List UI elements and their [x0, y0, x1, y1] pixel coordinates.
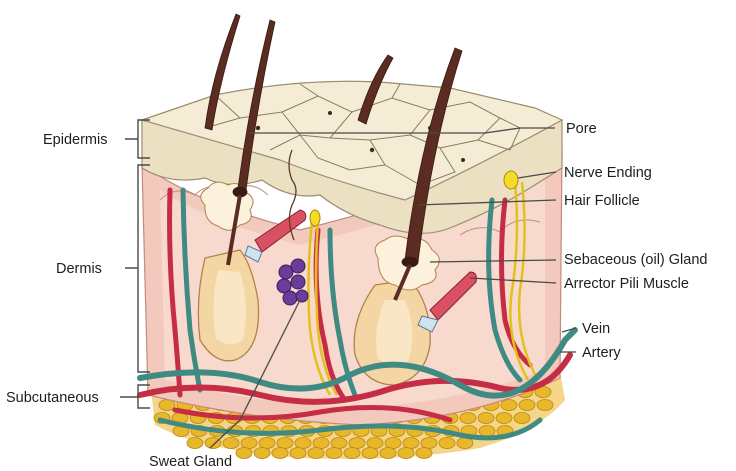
label-sebaceous-gland: Sebaceous (oil) Gland — [564, 252, 707, 268]
fat-cell — [349, 438, 365, 449]
fat-cell — [403, 438, 419, 449]
fat-cell — [241, 438, 257, 449]
fat-cell — [398, 448, 414, 459]
label-pore: Pore — [566, 121, 597, 137]
label-vein: Vein — [582, 321, 610, 337]
fat-cell — [272, 448, 288, 459]
label-nerve-ending: Nerve Ending — [564, 165, 652, 181]
fat-cell — [479, 426, 495, 437]
fat-cell — [290, 448, 306, 459]
fat-cell — [439, 438, 455, 449]
fat-cell — [277, 438, 293, 449]
fat-cell — [313, 438, 329, 449]
fat-cell — [460, 413, 476, 424]
label-dermis: Dermis — [56, 261, 102, 277]
fat-cell — [478, 413, 494, 424]
fat-cell — [187, 438, 203, 449]
hair-follicle-left — [198, 182, 258, 361]
fat-cell — [331, 438, 347, 449]
fat-cell — [367, 438, 383, 449]
fat-cell — [344, 448, 360, 459]
fat-cell — [236, 448, 252, 459]
fat-cell — [496, 413, 512, 424]
label-artery: Artery — [582, 345, 621, 361]
label-epidermis: Epidermis — [43, 132, 107, 148]
fat-cell — [254, 448, 270, 459]
fat-cell — [421, 438, 437, 449]
fat-cell — [514, 413, 530, 424]
nerve-ending-bulb — [504, 171, 518, 189]
label-subcutaneous: Subcutaneous — [6, 390, 99, 406]
fat-cell — [326, 448, 342, 459]
fat-cell — [308, 448, 324, 459]
fat-cell — [385, 438, 401, 449]
fat-cell — [501, 400, 517, 411]
fat-cell — [537, 400, 553, 411]
fat-cell — [223, 438, 239, 449]
fat-cell — [362, 448, 378, 459]
fat-cell — [295, 438, 311, 449]
fat-cell — [380, 448, 396, 459]
fat-cell — [519, 400, 535, 411]
label-hair-follicle: Hair Follicle — [564, 193, 640, 209]
nerve-ending-bulb-2 — [310, 210, 320, 226]
fat-cell — [259, 438, 275, 449]
label-arrector-pili-muscle: Arrector Pili Muscle — [564, 276, 689, 292]
label-sweat-gland: Sweat Gland — [149, 454, 232, 470]
fat-cell — [416, 448, 432, 459]
